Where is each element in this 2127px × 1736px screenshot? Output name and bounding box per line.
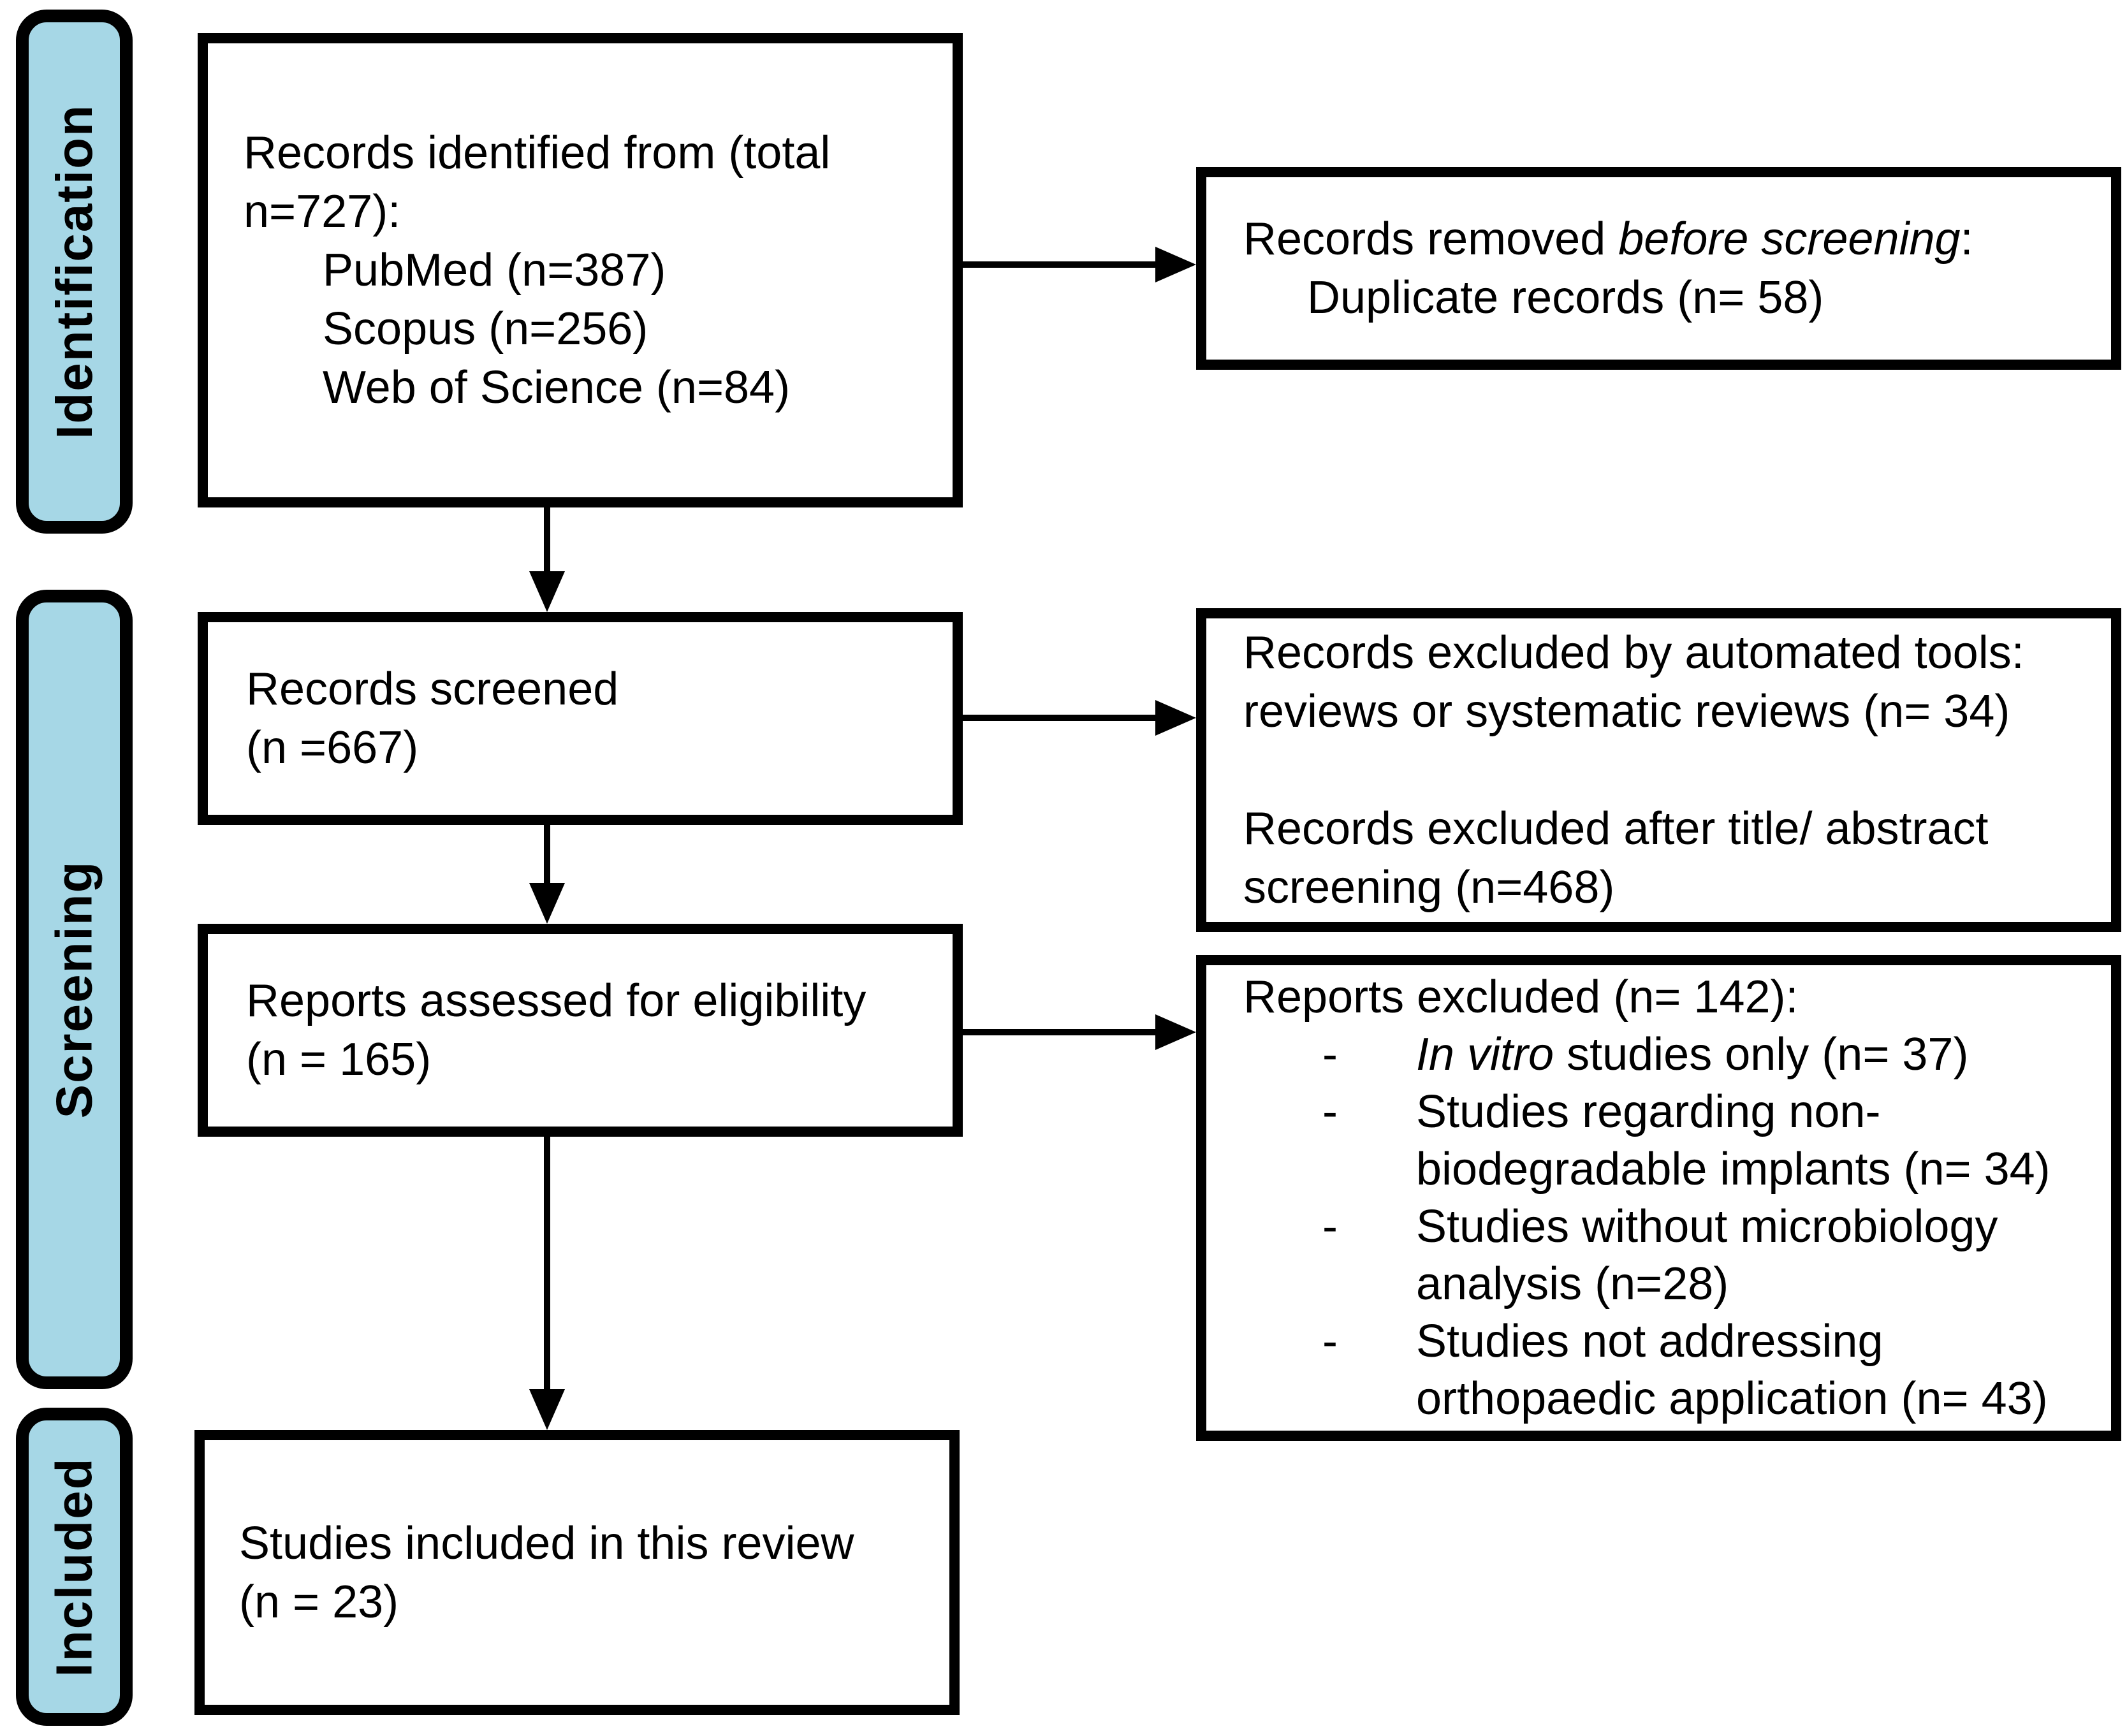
arrowhead-down-icon bbox=[529, 1389, 565, 1430]
box-records-removed-before-screening: Records removed before screening: Duplic… bbox=[1196, 167, 2121, 370]
excluded-reason-no-microbiology: - Studies without microbiology analysis … bbox=[1322, 1198, 2111, 1313]
box-reports-excluded: Reports excluded (n= 142): - In vitro st… bbox=[1196, 955, 2121, 1441]
studies-included-count: (n = 23) bbox=[239, 1576, 399, 1628]
records-screened-line1: Records screened bbox=[246, 664, 619, 715]
source-web-of-science: Web of Science (n=84) bbox=[323, 362, 791, 413]
stage-label-screening: Screening bbox=[45, 860, 103, 1119]
excluded-reason-in-vitro: - In vitro studies only (n= 37) bbox=[1322, 1026, 2111, 1083]
excluded-reason-text: Studies not addressing orthopaedic appli… bbox=[1416, 1316, 2048, 1424]
stage-box-included: Included bbox=[16, 1408, 133, 1726]
excluded-reason-text: Studies without microbiology analysis (n… bbox=[1416, 1201, 1998, 1309]
studies-included-line1: Studies included in this review bbox=[239, 1517, 854, 1569]
in-vitro-rest: studies only (n= 37) bbox=[1554, 1029, 1969, 1080]
records-identified-line1: Records identified from (total bbox=[244, 128, 831, 179]
bullet-dash: - bbox=[1322, 1316, 1338, 1367]
bullet-dash: - bbox=[1322, 1201, 1338, 1252]
box-records-identified: Records identified from (total n=727): P… bbox=[198, 33, 963, 507]
arrow-assessed-to-excluded bbox=[963, 1029, 1155, 1035]
arrow-screened-to-excluded bbox=[961, 715, 1155, 721]
records-removed-suffix: : bbox=[1960, 214, 1973, 265]
bullet-dash: - bbox=[1322, 1029, 1338, 1080]
duplicate-records-detail: Duplicate records (n= 58) bbox=[1307, 272, 1824, 323]
reports-assessed-count: (n = 165) bbox=[246, 1034, 432, 1085]
records-excluded-line5: screening (n=468) bbox=[1243, 862, 1615, 913]
stage-box-screening: Screening bbox=[16, 590, 133, 1389]
arrowhead-down-icon bbox=[529, 571, 565, 612]
excluded-reason-text: In vitro studies only (n= 37) bbox=[1416, 1026, 1968, 1083]
arrowhead-right-icon bbox=[1155, 1014, 1196, 1050]
records-excluded-line1: Records excluded by automated tools: bbox=[1243, 627, 2024, 678]
arrow-identified-to-screened bbox=[544, 506, 550, 571]
box-reports-assessed: Reports assessed for eligibility (n = 16… bbox=[198, 924, 963, 1137]
records-removed-lead: Records removed bbox=[1243, 214, 1619, 265]
box-records-excluded: Records excluded by automated tools: rev… bbox=[1196, 608, 2121, 932]
arrow-identified-to-removed bbox=[961, 261, 1155, 268]
box-studies-included: Studies included in this review (n = 23) bbox=[194, 1430, 960, 1715]
source-pubmed: PubMed (n=387) bbox=[323, 245, 666, 296]
records-excluded-line4: Records excluded after title/ abstract bbox=[1243, 803, 1989, 854]
in-vitro-italic: In vitro bbox=[1416, 1029, 1554, 1080]
records-excluded-line2: reviews or systematic reviews (n= 34) bbox=[1243, 686, 2010, 737]
stage-box-identification: Identification bbox=[16, 10, 133, 534]
reports-excluded-heading: Reports excluded (n= 142): bbox=[1243, 972, 1799, 1023]
stage-label-included: Included bbox=[45, 1457, 103, 1677]
arrowhead-right-icon bbox=[1155, 247, 1196, 282]
excluded-reason-not-orthopaedic: - Studies not addressing orthopaedic app… bbox=[1322, 1313, 2111, 1427]
bullet-dash: - bbox=[1322, 1086, 1338, 1137]
arrowhead-right-icon bbox=[1155, 700, 1196, 736]
records-removed-italic: before screening bbox=[1618, 214, 1961, 265]
arrow-screened-to-assessed bbox=[544, 824, 550, 883]
records-identified-line2: n=727): bbox=[244, 186, 401, 237]
arrowhead-down-icon bbox=[529, 883, 565, 924]
source-scopus: Scopus (n=256) bbox=[323, 303, 648, 354]
records-excluded-spacer bbox=[1243, 741, 2111, 799]
arrow-assessed-to-included bbox=[544, 1135, 550, 1389]
reports-assessed-line1: Reports assessed for eligibility bbox=[246, 975, 866, 1026]
box-records-screened: Records screened (n =667) bbox=[198, 612, 963, 825]
excluded-reason-non-biodegradable: - Studies regarding non- biodegradable i… bbox=[1322, 1083, 2111, 1198]
records-screened-count: (n =667) bbox=[246, 722, 419, 773]
records-removed-heading: Records removed before screening: bbox=[1243, 210, 2111, 268]
excluded-reason-text: Studies regarding non- biodegradable imp… bbox=[1416, 1086, 2050, 1195]
stage-label-identification: Identification bbox=[45, 104, 103, 439]
